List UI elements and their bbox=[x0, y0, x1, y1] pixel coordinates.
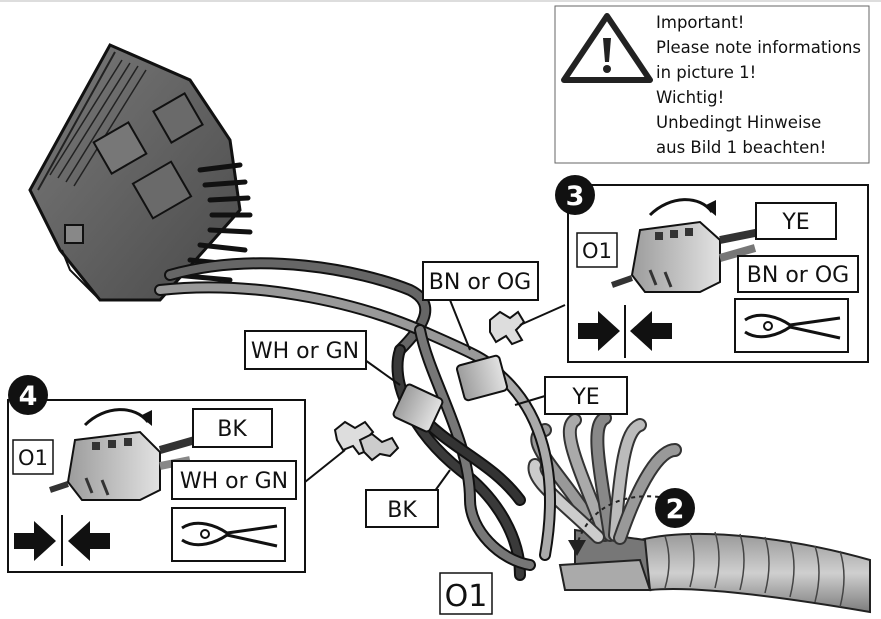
label-bk-text: BK bbox=[387, 498, 417, 523]
step-3-press-arrows-icon bbox=[578, 305, 672, 358]
step-2-number: 2 bbox=[666, 494, 685, 525]
label-bn-og: BN or OG bbox=[422, 261, 539, 301]
warning-line-2: Please note informations bbox=[656, 38, 861, 57]
step-4-label-bk-text: BK bbox=[217, 417, 247, 442]
label-o1: O1 bbox=[439, 572, 493, 615]
warning-line-6: aus Bild 1 beachten! bbox=[656, 138, 826, 157]
step-4-label-bk: BK bbox=[192, 408, 273, 448]
warning-line-3: in picture 1! bbox=[656, 63, 756, 82]
warning-line-5: Unbedingt Hinweise bbox=[656, 113, 821, 132]
wiring-loom bbox=[527, 411, 871, 614]
warning-box: Important! Please note informations in p… bbox=[554, 5, 870, 164]
step-3-label-bn-og: BN or OG bbox=[737, 255, 859, 293]
label-o1-text: O1 bbox=[445, 579, 488, 614]
label-bk: BK bbox=[365, 489, 439, 528]
step-4-press-arrows-icon bbox=[14, 515, 110, 566]
step-3-number: 3 bbox=[566, 181, 585, 212]
step-3-splice-clip bbox=[611, 198, 761, 293]
step-3-label-o1: O1 bbox=[576, 232, 618, 268]
step-4-number: 4 bbox=[19, 381, 38, 412]
step-4-panel: 4 BK WH or GN O1 bbox=[7, 375, 306, 573]
step-4-badge: 4 bbox=[8, 375, 48, 415]
leader-lines bbox=[304, 299, 566, 496]
step-3-pliers-icon bbox=[734, 298, 849, 353]
step-3-panel: 3 YE BN or OG O1 bbox=[555, 175, 869, 363]
step-3-label-ye: YE bbox=[755, 202, 837, 240]
warning-line-1: Important! bbox=[656, 13, 744, 32]
warning-triangle-icon bbox=[561, 13, 653, 83]
step-4-label-wh-gn-text: WH or GN bbox=[180, 469, 288, 494]
label-ye: YE bbox=[544, 376, 628, 415]
warning-line-4: Wichtig! bbox=[656, 88, 724, 107]
label-wh-gn-text: WH or GN bbox=[251, 339, 359, 364]
splice-connectors-middle bbox=[333, 310, 526, 462]
step-4-pliers-icon bbox=[171, 507, 286, 562]
step-4-splice-clip bbox=[49, 408, 197, 501]
step-4-label-wh-gn: WH or GN bbox=[171, 460, 297, 500]
label-ye-text: YE bbox=[571, 385, 599, 410]
step-3-label-ye-text: YE bbox=[781, 210, 809, 235]
step-4-label-o1: O1 bbox=[12, 439, 54, 475]
label-wh-gn: WH or GN bbox=[244, 330, 367, 370]
label-bn-og-text: BN or OG bbox=[429, 270, 531, 295]
step-4-label-o1-text: O1 bbox=[18, 446, 48, 470]
step-3-badge: 3 bbox=[555, 175, 595, 215]
step-3-label-bn-og-text: BN or OG bbox=[747, 263, 849, 288]
step-2-badge: 2 bbox=[655, 488, 695, 528]
step-3-label-o1-text: O1 bbox=[582, 239, 612, 263]
